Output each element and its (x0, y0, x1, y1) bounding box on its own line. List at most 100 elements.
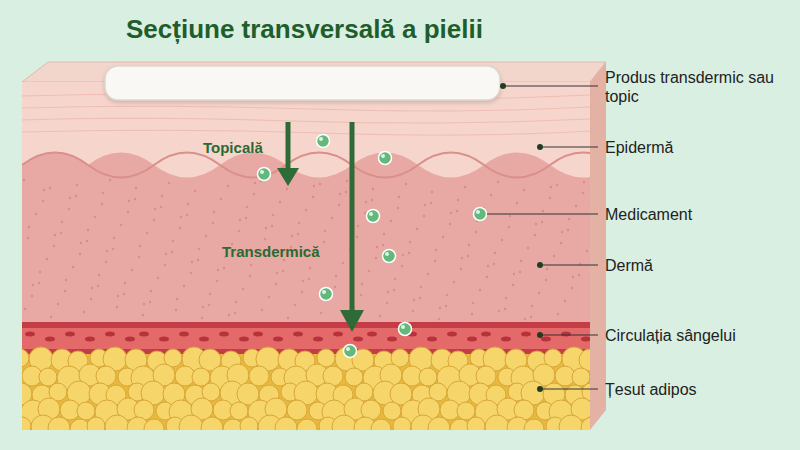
blood-cell (293, 332, 303, 337)
dermis-dot (46, 258, 48, 260)
dermis-dot (264, 238, 266, 240)
dermis-dot (368, 270, 370, 272)
dermis-dot (546, 268, 548, 270)
dermis-dot (305, 209, 307, 211)
dermis-dot (117, 295, 119, 297)
fat-cell (297, 419, 317, 430)
dermis-dot (550, 186, 552, 188)
dermis-dot (342, 262, 344, 264)
dermis-dot (253, 193, 255, 195)
dermis-dot (94, 216, 96, 218)
dermis-dot (430, 202, 432, 204)
dermis-dot (438, 318, 440, 320)
dermis-dot (446, 294, 448, 296)
dermis-dot (431, 191, 433, 193)
dermis-dot (572, 276, 574, 278)
dermis-dot (338, 204, 340, 206)
dermis-dot (213, 211, 215, 213)
dermis-dot (245, 217, 247, 219)
dermis-dot (453, 281, 455, 283)
dermis-dot (208, 304, 210, 306)
dermis-dot (497, 181, 499, 183)
dermis-dot (227, 185, 229, 187)
leader-dots (500, 83, 543, 392)
dermis-dot (372, 188, 374, 190)
dermis-dot (393, 289, 395, 291)
dermis-dot (291, 235, 293, 237)
dermis-dot (27, 237, 29, 239)
topical-arrow-shaft (286, 122, 291, 170)
blood-cell (105, 332, 115, 337)
dermis-dot (320, 312, 322, 314)
blood-cell (481, 332, 491, 337)
dermis-dot (168, 182, 170, 184)
dermis-dot (556, 184, 558, 186)
fat-cell (87, 417, 105, 430)
dermis-dot (498, 310, 500, 312)
dermis-dot (286, 188, 288, 190)
leader-lines (487, 86, 598, 389)
fat-cell (467, 417, 485, 430)
dermis-dot (53, 245, 55, 247)
drug-particle (317, 135, 330, 148)
dermis-dot (419, 297, 421, 299)
dermis-dot (127, 211, 129, 213)
dermis-dot (508, 226, 510, 228)
dermis-dot (50, 316, 52, 318)
drug-highlight (476, 210, 480, 214)
dermis-dot (261, 309, 263, 311)
dermis-dot (423, 215, 425, 217)
dermis-dot (282, 270, 284, 272)
dermis-dot (197, 259, 199, 261)
fat-cell (559, 415, 583, 430)
dermis-dot (268, 296, 270, 298)
dermis-dot (298, 222, 300, 224)
dermis-dot (516, 202, 518, 204)
dermis-dot (319, 183, 321, 185)
dermis-dot (513, 273, 515, 275)
dermis-dot (564, 300, 566, 302)
dermis-dot (471, 313, 473, 315)
blood-cell (253, 332, 263, 337)
fat-cell (287, 400, 307, 420)
dermis-dot (494, 252, 496, 254)
drug-particle (474, 208, 487, 221)
dermis-dot (271, 225, 273, 227)
drug-highlight (319, 137, 323, 141)
drug-particle (367, 210, 380, 223)
fat-cell (179, 415, 203, 430)
dermis-dot (265, 227, 267, 229)
route-label: Transdermică (222, 243, 320, 260)
dermis-dot (379, 315, 381, 317)
dermis-dot (387, 291, 389, 293)
dermis-dot (35, 213, 37, 215)
callout-label: Medicament (605, 205, 790, 224)
blood-cells (25, 332, 590, 342)
dermis-dot (309, 267, 311, 269)
drug-particle (399, 323, 412, 336)
dermis-dot (586, 250, 588, 252)
dermis-dot (176, 298, 178, 300)
dermis-dot (287, 317, 289, 319)
dermis-dot (504, 308, 506, 310)
dermis-dot (191, 261, 193, 263)
dermis-dot (242, 288, 244, 290)
dermis-dot (390, 220, 392, 222)
drug-particle (383, 250, 396, 263)
dermis-dot (294, 304, 296, 306)
dermis-dot (216, 280, 218, 282)
dermis-dot (65, 279, 67, 281)
dermis-dot (180, 216, 182, 218)
dermis-dot (402, 254, 404, 256)
fat-cell (201, 417, 223, 430)
dermis-dot (468, 244, 470, 246)
dermis-dot (571, 287, 573, 289)
dermis-dot (364, 212, 366, 214)
blood-cell (333, 332, 343, 337)
dermis-dot (272, 214, 274, 216)
blood-cell (467, 337, 477, 342)
dermis-dot (530, 316, 532, 318)
dermis-dot (279, 201, 281, 203)
dermis-dot (538, 292, 540, 294)
dermis-dot (143, 303, 145, 305)
